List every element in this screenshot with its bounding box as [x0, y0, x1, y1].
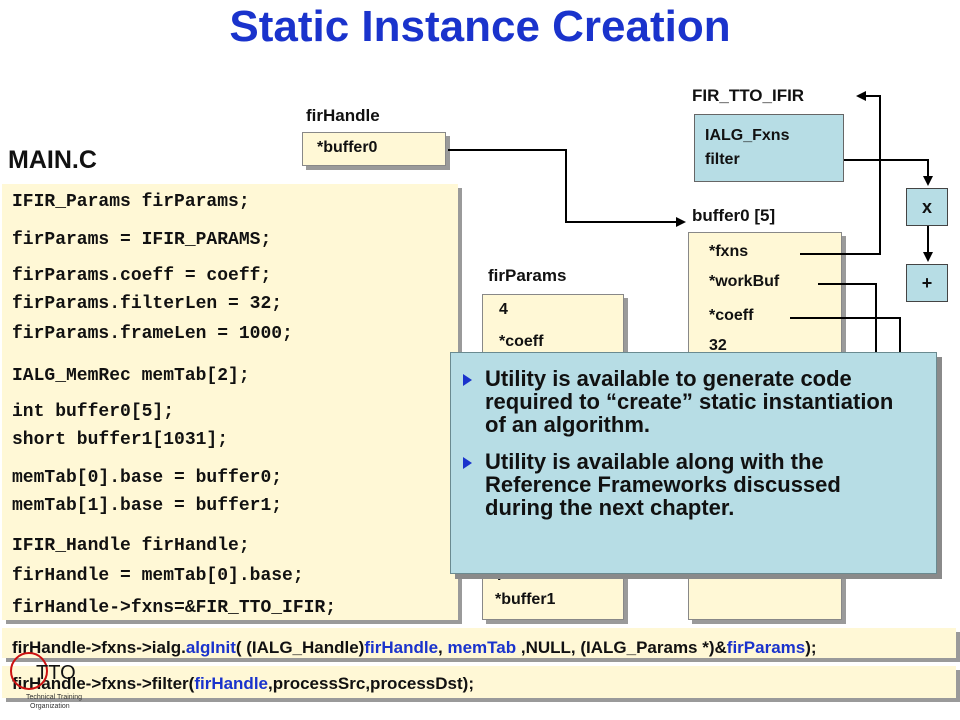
ialg-fxns-text: IALG_Fxns	[705, 127, 790, 144]
alginit-call-line: firHandle->fxns->ialg.algInit( (IALG_Han…	[2, 628, 956, 658]
utility-callout: Utility is available to generate code re…	[450, 352, 937, 574]
memtab-ref: memTab	[447, 638, 517, 657]
code-line: firParams.filterLen = 32;	[12, 294, 283, 314]
buffer0-field: *fxns	[709, 243, 749, 260]
multiply-op: x	[906, 188, 948, 226]
code-line: IFIR_Handle firHandle;	[12, 536, 250, 556]
code-text: ( (IALG_Handle)	[235, 638, 365, 657]
add-op: +	[906, 264, 948, 302]
buffer0-field: 32	[709, 337, 727, 354]
fir-params-label: firParams	[488, 266, 567, 285]
ialg-fxns-box: IALG_Fxns filter	[694, 114, 844, 182]
logo-text: TTO	[36, 662, 76, 684]
fir-handle-box: *buffer0	[302, 132, 446, 166]
logo-ring-icon	[10, 652, 48, 690]
code-line: IALG_MemRec memTab[2];	[12, 366, 250, 386]
fir-params-dots: .	[497, 567, 502, 584]
code-text: ,NULL, (IALG_Params *)&	[516, 638, 727, 657]
main-c-code-block: IFIR_Params firParams; firParams = IFIR_…	[2, 184, 458, 620]
code-line: firParams.frameLen = 1000;	[12, 324, 293, 344]
page-title: Static Instance Creation	[229, 2, 731, 51]
fir-handle-arrow	[448, 149, 686, 227]
logo-subtitle: Technical Training	[26, 694, 83, 701]
tto-logo: TTO Technical Training Organization	[8, 652, 92, 716]
code-line: memTab[0].base = buffer0;	[12, 468, 283, 488]
buffer0-label: buffer0 [5]	[692, 206, 776, 225]
code-line: firHandle = memTab[0].base;	[12, 566, 304, 586]
code-line: int buffer0[5];	[12, 402, 175, 422]
fxns-arrow	[800, 91, 881, 255]
alginit-keyword: algInit	[185, 638, 236, 657]
logo-subtitle: Organization	[30, 703, 70, 710]
code-text: ,	[438, 638, 448, 657]
buffer0-field: *coeff	[709, 307, 754, 324]
fir-handle-ref: firHandle	[364, 638, 439, 657]
code-text: firHandle->fxns->ialg.	[12, 638, 186, 657]
buffer0-field: *workBuf	[709, 273, 780, 290]
workbuf-line	[818, 283, 877, 356]
callout-bullet: Utility is available along with the Refe…	[463, 450, 914, 519]
fir-handle-ref: firHandle	[194, 674, 268, 693]
code-text: firHandle->fxns->filter(	[12, 674, 195, 693]
code-line: short buffer1[1031];	[12, 430, 229, 450]
code-line: memTab[1].base = buffer1;	[12, 496, 283, 516]
fir-tto-ifir-label: FIR_TTO_IFIR	[692, 86, 805, 105]
fir-handle-label: firHandle	[306, 106, 380, 125]
coeff-line	[790, 317, 901, 356]
fir-params-field: *buffer1	[495, 591, 556, 608]
main-c-label: MAIN.C	[8, 146, 97, 174]
code-line: IFIR_Params firParams;	[12, 192, 250, 212]
filter-call-line: firHandle->fxns->filter(firHandle,proces…	[2, 666, 956, 698]
filter-text: filter	[705, 151, 740, 168]
fir-params-field: *coeff	[499, 333, 544, 350]
filter-arrow	[844, 159, 933, 186]
fir-handle-field: *buffer0	[317, 139, 378, 156]
code-text: );	[805, 638, 817, 657]
fir-params-ref: firParams	[726, 638, 806, 657]
code-line: firParams = IFIR_PARAMS;	[12, 230, 272, 250]
fir-params-field: 4	[499, 301, 508, 318]
code-line: firParams.coeff = coeff;	[12, 266, 272, 286]
code-text: ,processSrc,processDst);	[268, 674, 474, 693]
callout-bullet: Utility is available to generate code re…	[463, 367, 914, 436]
code-line: firHandle->fxns=&FIR_TTO_IFIR;	[12, 598, 337, 618]
